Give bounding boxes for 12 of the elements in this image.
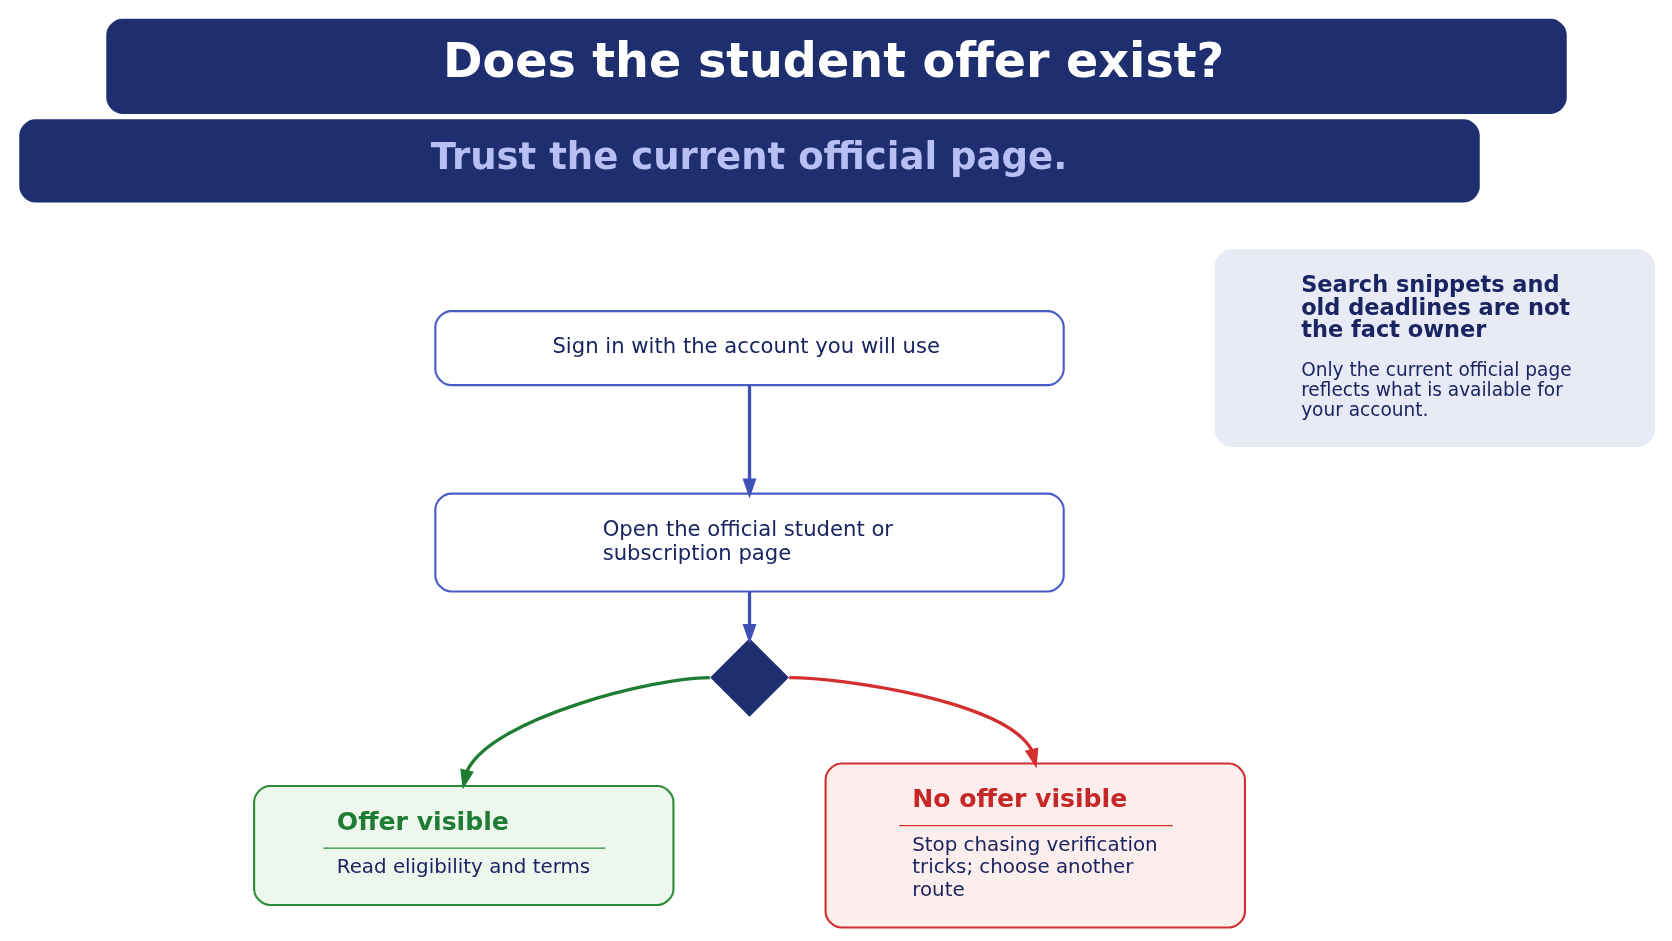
diagram-title: Does the student offer exist? bbox=[442, 32, 1224, 88]
arrow bbox=[459, 675, 710, 790]
arrow bbox=[742, 591, 756, 644]
node-box: Sign in with the account you will use bbox=[433, 310, 1065, 387]
node-box: Open the official student or subscription page bbox=[433, 492, 1065, 593]
node-box: Offer visible Read eligibility and terms bbox=[252, 784, 674, 907]
node-box: Search snippets and old deadlines are not the fact owner Only the current official page reflects what is available for your account. bbox=[1214, 249, 1655, 448]
label: Trust the current official page. bbox=[430, 135, 1067, 179]
arrow bbox=[788, 675, 1038, 769]
arrow bbox=[742, 385, 756, 499]
node-diamond bbox=[709, 638, 789, 717]
node-box: No offer visible Stop chasing verification tricks; choose another route bbox=[824, 762, 1246, 929]
